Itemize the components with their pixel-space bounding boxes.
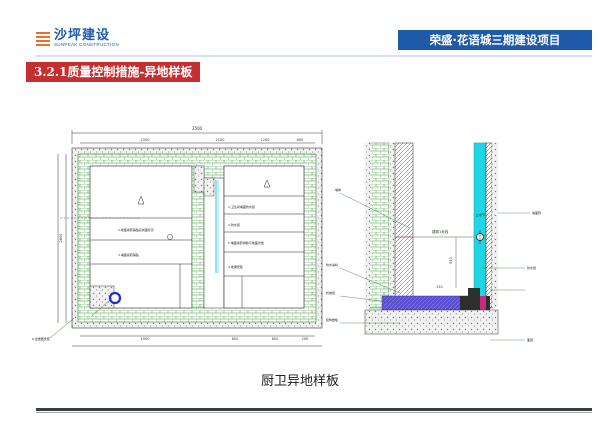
plan-note-3: 1.卫生间墙面防水层 [228,204,255,209]
header-rule [36,55,592,57]
floor-level-label: 建筑1米线 [432,229,449,234]
top-dim-4: 600 [297,138,304,142]
section-title: 3.2.1质量控制措施-异地样板 [26,62,201,82]
project-title: 荣盛·花语城三期建设项目 [398,30,592,50]
construction-drawing: 3500 1500 2100 1200 600 2800 [32,126,541,347]
company-logo: 沙坪建设 SUNPEAK CONSTRUCTION [36,29,119,48]
section-drawing: 550 150 建筑1米线 墙体 防水涂料 找坡层 结构楼板 墙面砖 止水节 防… [326,142,541,342]
plan-note-2: 3.墙面瓷砖铺贴 [118,252,139,257]
drawing-caption: 厨卫异地样板 [260,374,339,389]
section-note-left-1: 墙体 [335,187,341,192]
top-dim-3: 1200 [261,138,270,142]
bottom-dim-2: 800 [232,337,239,341]
brand-name-en: SUNPEAK CONSTRUCTION [54,42,120,47]
section-note-right-2: 止水节 [476,212,485,217]
floor-drain-icon [108,291,122,305]
top-dim-1: 1500 [141,138,150,142]
section-note-left-2: 防水涂料 [326,262,338,267]
plan-note-5: 5.墙面瓷砖排版与地面对缝 [228,240,264,245]
section-note-right-4: 面层 [527,337,533,342]
plan-drawing: 3500 1500 2100 1200 600 2800 [32,126,323,347]
logo-stripes-icon [36,31,50,46]
section-note-right-1: 墙面砖 [532,210,541,215]
top-dim-2: 2100 [216,138,225,142]
bottom-dim-1: 1500 [141,337,150,341]
footer-rule-thin [36,412,592,413]
section-dim-b: 150 [436,285,443,289]
section-note-right-3: 防水层 [527,265,536,270]
section-dim-a: 550 [449,257,453,264]
bottom-dim-4: 200 [302,337,309,341]
plan-note-6: 4.地漏安装 [228,264,243,269]
brand-name-cn: 沙坪建设 [54,28,111,43]
footer-rule [36,408,592,411]
plan-note-7: 6.坐便器安装 [32,336,50,341]
side-dim: 2800 [59,234,63,243]
bottom-dim-3: 600 [272,337,279,341]
plan-note-4: 2.防水层 [228,222,240,227]
plan-note-1: 2.地面瓷砖铺贴完成面标高 [118,227,154,232]
section-note-left-3: 找坡层 [326,290,335,295]
section-note-left-4: 结构楼板 [326,317,338,322]
overall-dim: 3500 [192,126,203,131]
